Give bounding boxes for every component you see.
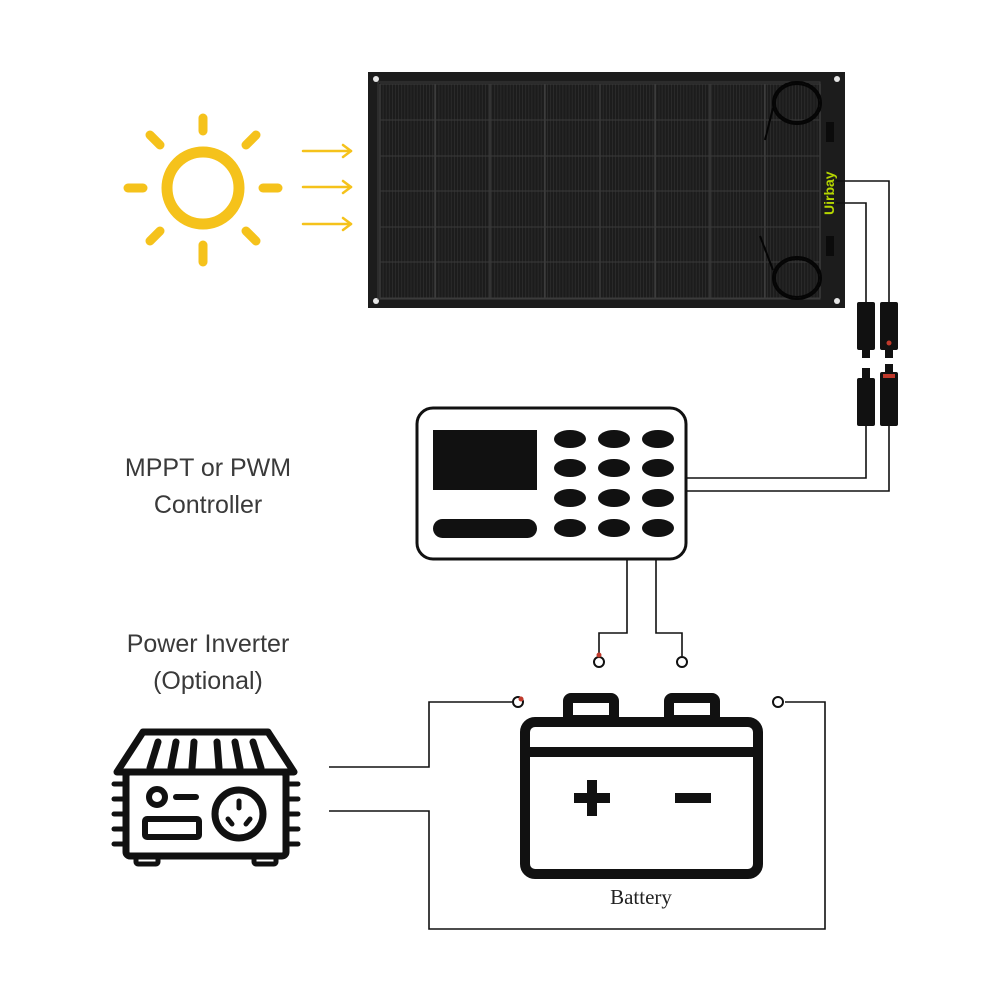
controller-input-cables: [686, 426, 890, 492]
sunlight-arrow-icon: [301, 143, 353, 232]
controller-label-line2: Controller: [154, 491, 262, 519]
battery-icon: [520, 693, 763, 879]
controller-ring-terminals: [593, 652, 688, 668]
panel-output-cables: [836, 180, 890, 302]
inverter-label-line2: (Optional): [153, 667, 263, 695]
battery-label: Battery: [610, 885, 672, 909]
mc4-connector-icon: [857, 302, 898, 426]
panel-cell-grid: [379, 83, 821, 299]
controller-label-line1: MPPT or PWM: [125, 454, 291, 482]
charge-controller-icon: [415, 406, 688, 561]
inverter-ring-terminals: [512, 696, 784, 708]
solar-panel: Uirbay: [368, 72, 845, 308]
panel-brand-logo: Uirbay: [821, 171, 837, 215]
sun-icon: [123, 113, 283, 267]
power-inverter-icon: [111, 728, 301, 867]
inverter-label-line1: Power Inverter: [127, 630, 290, 658]
battery-charge-cables: [598, 560, 683, 656]
inverter-cables: [329, 701, 826, 930]
